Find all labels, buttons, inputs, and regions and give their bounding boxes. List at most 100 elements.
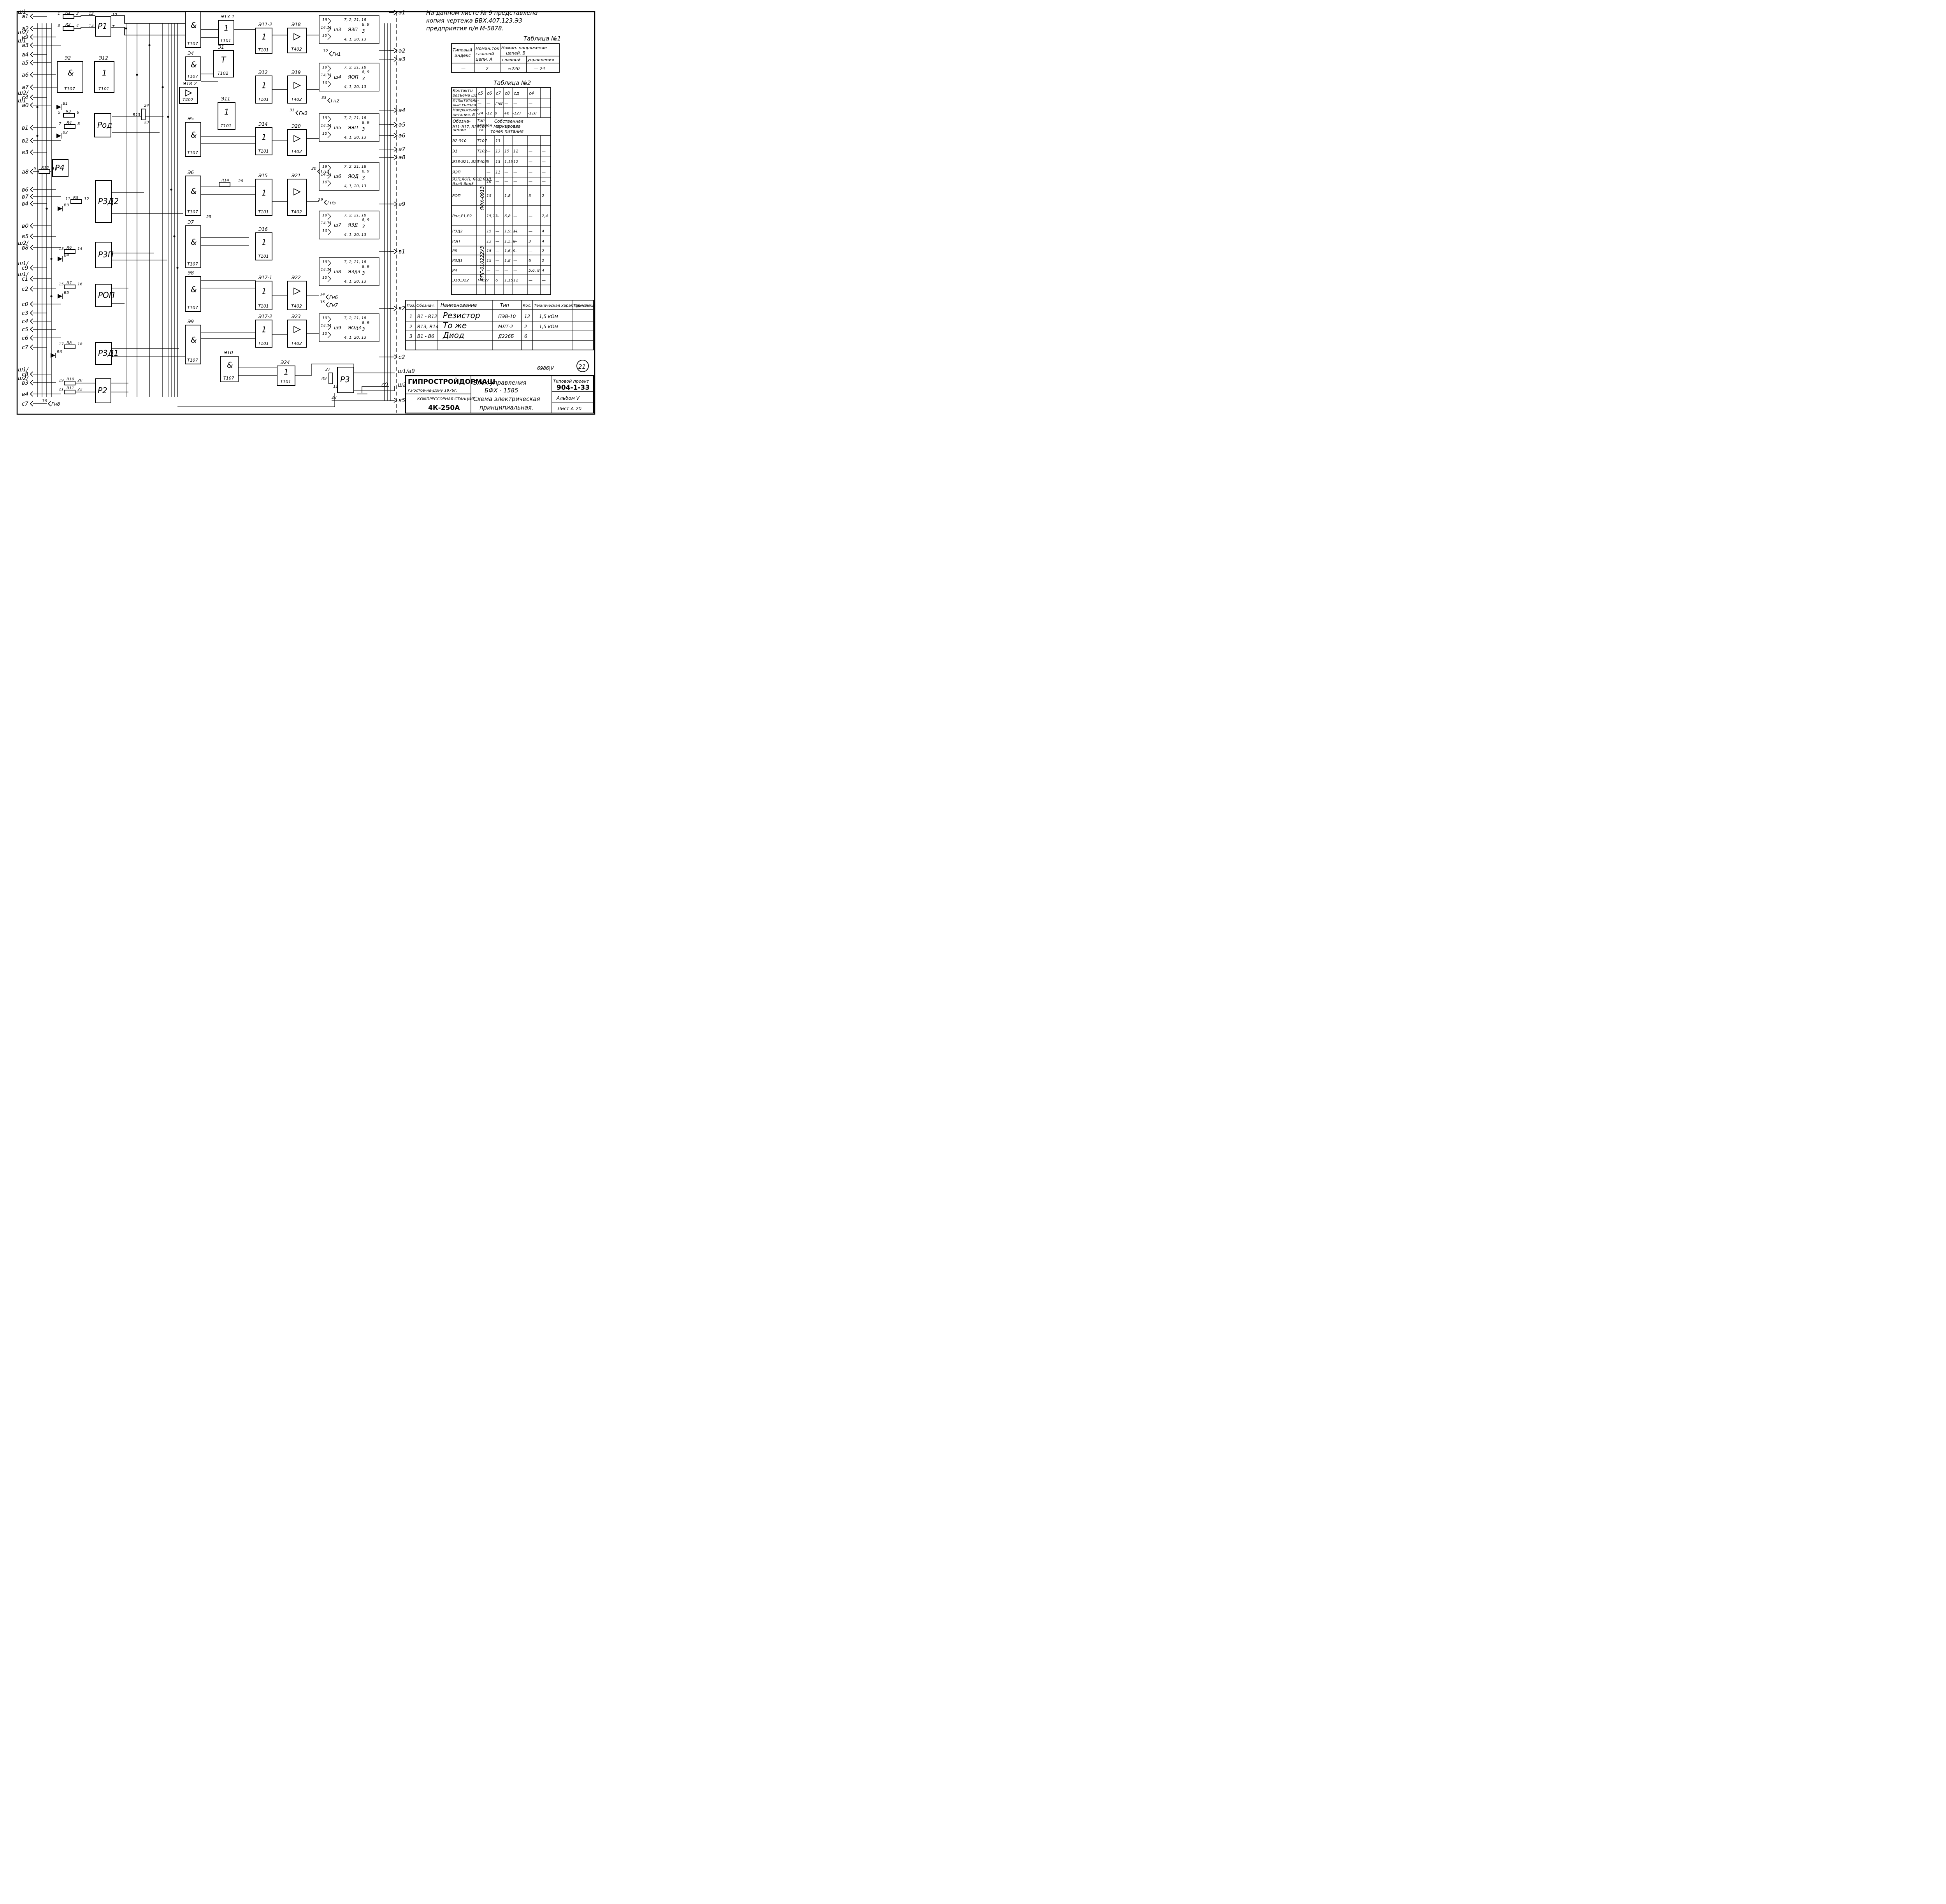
terminal-right-1: a2 (393, 48, 406, 54)
svg-text:ш4: ш4 (334, 74, 341, 80)
svg-text:c9: c9 (22, 265, 28, 271)
svg-text:ш1: ш1 (18, 38, 26, 44)
terminal-left-c0: c0 (22, 301, 33, 308)
svg-text:T402: T402 (183, 97, 193, 102)
svg-text:ЯОд3: ЯОд3 (348, 325, 361, 331)
t2-el-c-10-1: — (495, 249, 499, 253)
svg-text:Э15: Э15 (258, 173, 268, 178)
terminal-right-0: a1 (393, 10, 406, 16)
svg-text:Э18-2: Э18-2 (183, 81, 197, 86)
terminal-right-6: a7 (393, 146, 406, 153)
t1-cell-0: — (461, 66, 465, 71)
terminal-right-9: в1 (393, 249, 405, 255)
drawing-sheet: На данном листе № 9 представлена копия ч… (0, 0, 610, 427)
svg-text:Гн3: Гн3 (299, 111, 307, 116)
svg-text:ш5: ш5 (334, 125, 341, 130)
svg-text:ЯЗд3: ЯЗд3 (348, 269, 360, 274)
terminal-right-10: в2 (393, 306, 405, 312)
gate-e6: Э6&T107 (185, 170, 201, 216)
t2-hdr0a: Контакты (453, 89, 473, 93)
svg-text:3: 3 (362, 28, 365, 34)
svg-text:R3: R3 (66, 109, 71, 114)
terminal-left-c7: c7 (22, 345, 33, 351)
svg-text:&: & (191, 285, 197, 294)
svg-text:8, 9: 8, 9 (362, 121, 369, 125)
svg-text:19: 19 (322, 316, 327, 320)
svg-text:a7: a7 (22, 84, 29, 91)
t2-el-c-7-4: — (529, 214, 532, 218)
svg-text:P3: P3 (340, 375, 350, 384)
svg-text:29: 29 (318, 198, 323, 202)
svg-text:в4: в4 (22, 391, 28, 397)
svg-text:ш2/: ш2/ (18, 90, 29, 96)
svg-text:Э17-2: Э17-2 (258, 314, 272, 319)
t2-el-c-1-3: — (513, 139, 517, 143)
t2-r0c1: — (486, 102, 490, 106)
t2-colhdr-2: c7 (496, 91, 501, 96)
terminal-right-11: c2 (393, 354, 405, 360)
t2-el-c-4-5: — (542, 171, 546, 175)
resistor-R9-label: R9 (321, 376, 327, 381)
svg-text:c5: c5 (22, 327, 28, 333)
t2-el-c-3-2: 1,15 (504, 160, 513, 164)
svg-text:P2: P2 (98, 386, 107, 395)
svg-text:a4: a4 (22, 52, 29, 58)
svg-text:1: 1 (284, 367, 289, 377)
resistor-R13 (141, 109, 146, 120)
parts-2-2: Диод (443, 331, 464, 340)
t2-el-c-7-5: 2,4 (542, 214, 548, 218)
pin-label-1: 7 (112, 25, 115, 29)
t2-el-name-4: ЯЭП (452, 171, 461, 175)
diode-B4: B4 (58, 253, 69, 262)
relay-p3: P3 (337, 367, 354, 393)
svg-text:T402: T402 (291, 209, 302, 214)
svg-text:T: T (221, 55, 227, 65)
terminal-left-b2: в2 (22, 138, 33, 144)
t2-el-c-1-5: — (542, 139, 546, 143)
svg-text:c8: c8 (22, 371, 28, 378)
terminal-left-c7b: c7 (22, 401, 33, 407)
t2-el-c-11-0: 15 (486, 259, 492, 263)
parts-list (405, 300, 594, 350)
stamp-model: 4К-250А (428, 404, 460, 412)
svg-text:19: 19 (322, 260, 327, 264)
svg-text:Гн5: Гн5 (327, 200, 336, 206)
t2-el-c-8-5: 4 (542, 229, 544, 234)
stamp-city: г.Ростов-на-Дону 1976г. (408, 389, 457, 393)
svg-text:ЯОП: ЯОП (348, 74, 358, 80)
terminal-right-4: a5 (393, 122, 406, 128)
t2-el-c-5-1: — (495, 180, 499, 184)
svg-text:R14: R14 (221, 178, 229, 183)
svg-text:B3: B3 (64, 203, 69, 207)
stamp-sheet: Лист А-20 (557, 406, 581, 411)
svg-text:7: 7 (59, 122, 61, 126)
t2-el-c-12-0: — (486, 269, 490, 273)
svg-text:c1: c1 (22, 276, 28, 282)
parts-0-1: R1 - R12 (417, 314, 437, 319)
svg-text:1: 1 (262, 81, 267, 90)
svg-text:35: 35 (320, 300, 325, 304)
svg-text:Э14: Э14 (258, 121, 268, 127)
svg-text:14,11: 14,11 (321, 324, 332, 328)
t1-h0a: Типовый (453, 47, 472, 53)
svg-text:c2: c2 (22, 286, 28, 292)
t2-colhdr-1: c6 (487, 91, 492, 96)
header-note-1: На данном листе № 9 представлена (426, 9, 537, 16)
stamp-title3: Схема электрическая (473, 396, 540, 403)
pin-label-4: 26 (238, 179, 243, 183)
